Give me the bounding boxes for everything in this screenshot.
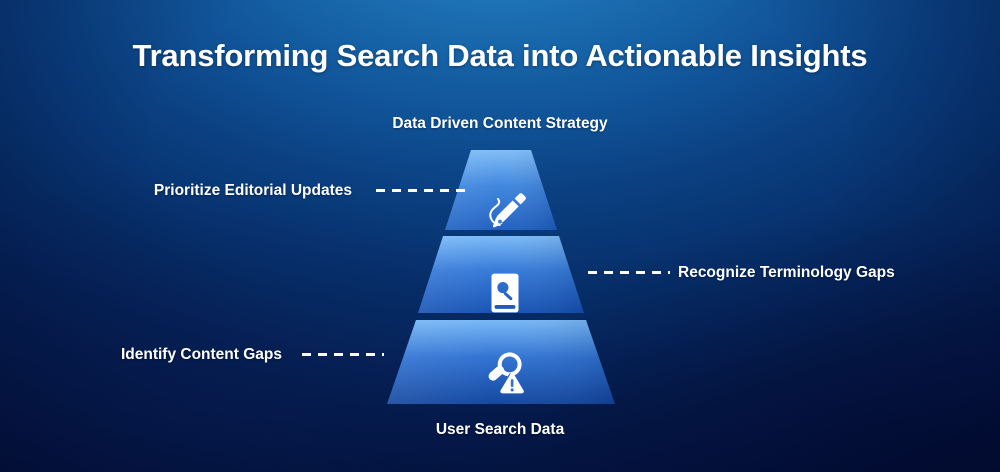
connector-line-tier-1 — [376, 189, 468, 192]
pyramid-diagram — [330, 140, 680, 415]
pyramid-base-label: User Search Data — [435, 421, 565, 438]
connector-line-tier-2 — [588, 271, 670, 274]
pyramid-apex-label: Data Driven Content Strategy — [392, 115, 608, 132]
connector-line-tier-3 — [302, 353, 384, 356]
callout-label-tier-3: Identify Content Gaps — [120, 346, 282, 363]
callout-label-tier-2: Recognize Terminology Gaps — [678, 264, 895, 281]
pyramid-tier-2 — [418, 236, 584, 313]
page-title: Transforming Search Data into Actionable… — [132, 38, 868, 73]
callout-label-tier-1: Prioritize Editorial Updates — [153, 182, 352, 199]
pyramid-tier-1 — [445, 150, 557, 230]
pyramid-tier-3 — [387, 320, 615, 404]
